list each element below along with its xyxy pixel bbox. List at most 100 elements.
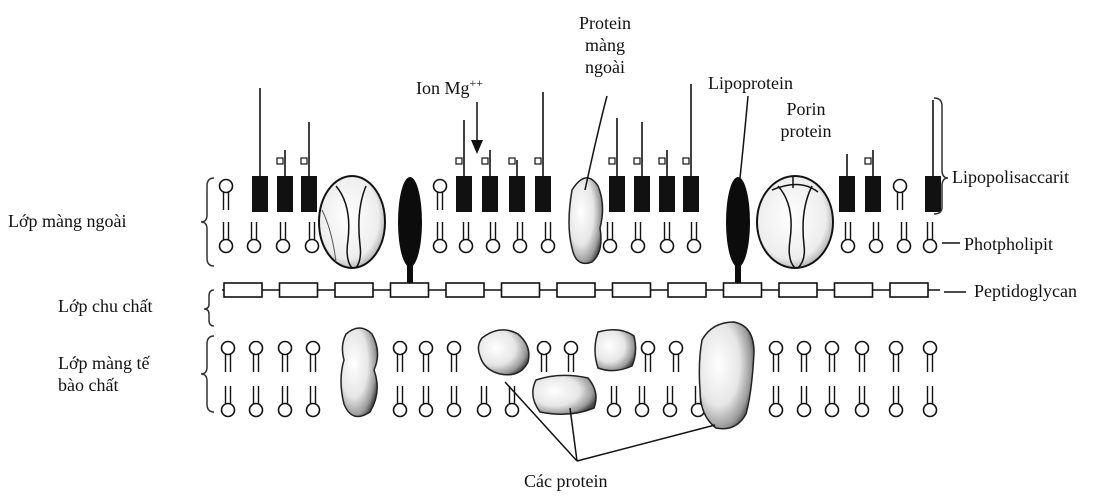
peptidoglycan-unit: [668, 283, 706, 297]
phospholipid: [542, 222, 555, 253]
phospholipid: [924, 222, 937, 253]
lps-molecule: [252, 88, 268, 212]
phospholipid: [890, 386, 903, 417]
phospholipid: [420, 342, 433, 373]
phospholipid: [307, 342, 320, 373]
porin-protein-left: [319, 176, 385, 268]
lps-molecule: [535, 92, 551, 212]
phospholipid: [420, 386, 433, 417]
cytoplasmic-membrane-upper-leaflet: [222, 342, 937, 373]
phospholipid: [798, 342, 811, 373]
lps-molecule: [683, 84, 699, 212]
phospholipid: [279, 342, 292, 373]
label-line: Protein: [560, 12, 650, 34]
label-line: ngoài: [560, 56, 650, 78]
label-outer-membrane-protein: Protein màng ngoài: [560, 12, 650, 78]
lps-molecule: [456, 120, 472, 212]
cytoplasmic-protein-5: [699, 322, 754, 429]
label-cytoplasmic-membrane: Lớp màng tế bào chất: [58, 352, 150, 396]
peptidoglycan-unit: [613, 283, 651, 297]
peptidoglycan-unit: [280, 283, 318, 297]
phospholipid: [770, 386, 783, 417]
phospholipid: [924, 386, 937, 417]
phospholipid: [394, 342, 407, 373]
phospholipid: [279, 386, 292, 417]
phospholipid: [250, 342, 263, 373]
phospholipid: [890, 342, 903, 373]
label-line: màng: [560, 34, 650, 56]
cytoplasmic-membrane-brace: [201, 336, 214, 412]
outer-membrane-brace: [201, 178, 214, 266]
phospholipid: [856, 386, 869, 417]
phospholipid: [460, 222, 473, 253]
label-photpholipit: Photpholipit: [964, 233, 1053, 255]
lipoprotein-right: [726, 177, 750, 284]
phospholipid: [487, 222, 500, 253]
phospholipid: [538, 342, 551, 373]
phospholipid: [770, 342, 783, 373]
phospholipid: [220, 222, 233, 253]
lipoprotein-left: [398, 177, 422, 284]
phospholipid: [222, 386, 235, 417]
phospholipid: [394, 386, 407, 417]
phospholipid: [894, 180, 907, 211]
phospholipid: [688, 222, 701, 253]
phospholipid: [434, 180, 447, 211]
peptidoglycan-unit: [779, 283, 817, 297]
label-periplasm: Lớp chu chất: [58, 295, 152, 317]
lps-molecule: [865, 150, 881, 212]
peptidoglycan-unit: [890, 283, 928, 297]
phospholipid: [798, 386, 811, 417]
lps-molecule: [509, 158, 525, 212]
label-lipoprotein: Lipoprotein: [708, 72, 793, 94]
phospholipid: [636, 386, 649, 417]
cytoplasmic-protein-4: [533, 375, 596, 414]
label-line: Lớp màng tế: [58, 352, 150, 374]
label-lipopolisaccarit: Lipopolisaccarit: [952, 166, 1069, 188]
phospholipid: [664, 386, 677, 417]
label-line: bào chất: [58, 374, 150, 396]
phospholipid: [924, 342, 937, 373]
phospholipid: [248, 222, 261, 253]
peptidoglycan-unit: [335, 283, 373, 297]
label-outer-membrane: Lớp màng ngoài: [8, 210, 127, 232]
phospholipid: [434, 222, 447, 253]
ion-superscript: ++: [470, 76, 484, 90]
phospholipid: [514, 222, 527, 253]
phospholipid: [250, 386, 263, 417]
lps-molecule: [482, 150, 498, 212]
peptidoglycan-unit: [835, 283, 873, 297]
lps-molecule: [659, 150, 675, 212]
phospholipid: [277, 222, 290, 253]
phospholipid: [565, 342, 578, 373]
label-peptidoglycan: Peptidoglycan: [974, 280, 1077, 302]
phospholipid: [898, 222, 911, 253]
phospholipid: [856, 342, 869, 373]
peptidoglycan-layer: [222, 283, 940, 297]
lps-molecule: [277, 150, 293, 212]
lps-molecule: [301, 122, 317, 212]
porin-protein-right: [757, 176, 833, 268]
label-ion-mg: Ion Mg++: [416, 72, 483, 99]
lps-molecule: [609, 118, 625, 212]
label-cac-protein: Các protein: [524, 470, 607, 492]
phospholipid: [222, 342, 235, 373]
cytoplasmic-protein-1: [341, 328, 378, 417]
phospholipid: [604, 222, 617, 253]
cytoplasmic-protein-3: [595, 330, 636, 371]
phospholipid: [826, 342, 839, 373]
lps-molecule: [634, 122, 650, 212]
peptidoglycan-unit: [724, 283, 762, 297]
peptidoglycan-unit: [502, 283, 540, 297]
peptidoglycan-unit: [446, 283, 484, 297]
cytoplasmic-protein-2: [478, 330, 528, 375]
lps-molecule: [925, 100, 941, 212]
phospholipid: [448, 386, 461, 417]
phospholipid: [307, 386, 320, 417]
phospholipid: [826, 386, 839, 417]
ion-text: Ion Mg: [416, 78, 470, 98]
phospholipid: [661, 222, 674, 253]
phospholipid: [448, 342, 461, 373]
phospholipid: [632, 222, 645, 253]
peptidoglycan-unit: [557, 283, 595, 297]
